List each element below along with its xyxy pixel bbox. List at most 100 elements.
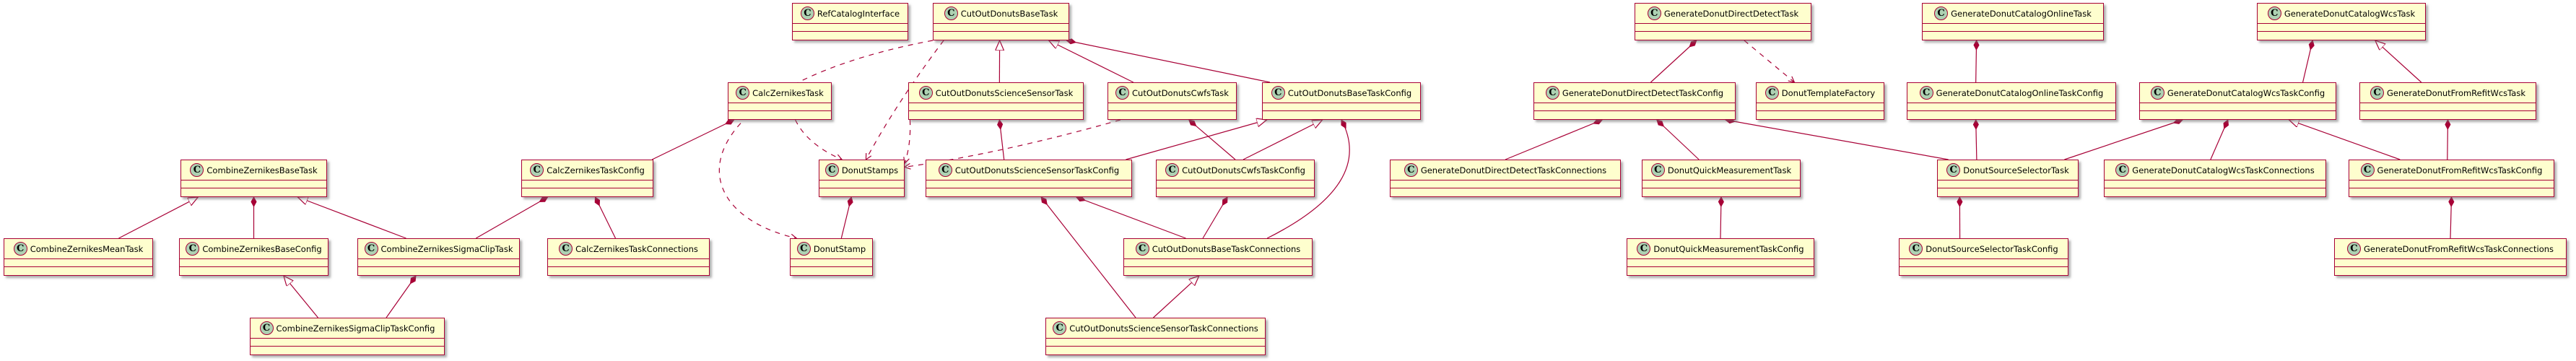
class-icon: C (736, 86, 750, 100)
methods-compartment (1391, 188, 1620, 196)
fields-compartment (358, 258, 519, 266)
class-name: GenerateDonutCatalogWcsTask (2284, 8, 2416, 19)
class-name: CalcZernikesTask (752, 87, 824, 98)
edge-compose (2450, 197, 2452, 239)
fields-compartment (1627, 258, 1814, 266)
class-icon: C (2360, 163, 2375, 177)
methods-compartment (1157, 188, 1314, 196)
methods-compartment (791, 266, 872, 274)
methods-compartment (2258, 31, 2425, 39)
fields-compartment (1108, 103, 1236, 110)
fields-compartment (2105, 180, 2325, 188)
fields-compartment (251, 338, 444, 346)
edge-inherit (1243, 120, 1323, 160)
methods-compartment (1923, 31, 2103, 39)
fields-compartment (1907, 103, 2115, 110)
class-icon: C (13, 242, 27, 256)
fields-compartment (1900, 258, 2068, 266)
edge-inherit (2289, 120, 2401, 160)
class-name: DonutSourceSelectorTaskConfig (1926, 243, 2058, 254)
methods-compartment (2335, 266, 2566, 274)
class-name: DonutQuickMeasurementTask (1667, 165, 1792, 175)
class-name: CutOutDonutsScienceSensorTask (935, 87, 1074, 98)
edge-compose (840, 197, 851, 239)
class-name: GenerateDonutFromRefitWcsTaskConfig (2377, 165, 2543, 175)
class-icon: C (938, 163, 952, 177)
edge-compose (651, 120, 734, 160)
class-icon: C (2370, 86, 2384, 100)
methods-compartment (909, 110, 1083, 118)
methods-compartment (1900, 266, 2068, 274)
class-name: GenerateDonutDirectDetectTaskConnections (1420, 165, 1607, 175)
edge-compose (2210, 120, 2228, 160)
class-name: GenerateDonutDirectDetectTask (1663, 8, 1799, 19)
edge-inherit (1049, 40, 1134, 83)
class-icon: C (918, 86, 933, 100)
class-icon: C (1919, 86, 1933, 100)
class-icon: C (2346, 242, 2361, 256)
class-icon: C (1765, 86, 1779, 100)
class-name: CutOutDonutsBaseTask (960, 8, 1058, 19)
methods-compartment (728, 110, 831, 118)
methods-compartment (2360, 110, 2536, 118)
edge-compose (1976, 120, 1977, 160)
edge-compose (595, 197, 617, 239)
edge-depend (903, 119, 911, 165)
methods-compartment (251, 346, 444, 354)
fields-compartment (2349, 180, 2554, 188)
class-name: RefCatalogInterface (817, 8, 900, 19)
class-icon: C (1909, 242, 1923, 256)
methods-compartment (1046, 346, 1265, 354)
class-icon: C (2267, 6, 2281, 20)
methods-compartment (180, 266, 328, 274)
edge-inherit (1126, 120, 1266, 160)
fields-compartment (1635, 23, 1811, 31)
fields-compartment (522, 180, 653, 188)
class-icon: C (190, 163, 204, 177)
fields-compartment (1046, 338, 1265, 346)
class-icon: C (824, 163, 839, 177)
edge-compose (1650, 40, 1696, 83)
edge-compose (2447, 120, 2448, 160)
class-icon: C (530, 163, 544, 177)
class-name: CombineZernikesMeanTask (30, 243, 144, 254)
class-name: CalcZernikesTaskConnections (575, 243, 698, 254)
edge-inherit (2375, 40, 2422, 83)
fields-compartment (181, 180, 326, 188)
fields-compartment (1157, 180, 1314, 188)
methods-compartment (2349, 188, 2554, 196)
class-name: CutOutDonutsBaseTaskConfig (1287, 87, 1412, 98)
fields-compartment (2360, 103, 2536, 110)
edge-compose (386, 276, 416, 318)
class-icon: C (1165, 163, 1180, 177)
